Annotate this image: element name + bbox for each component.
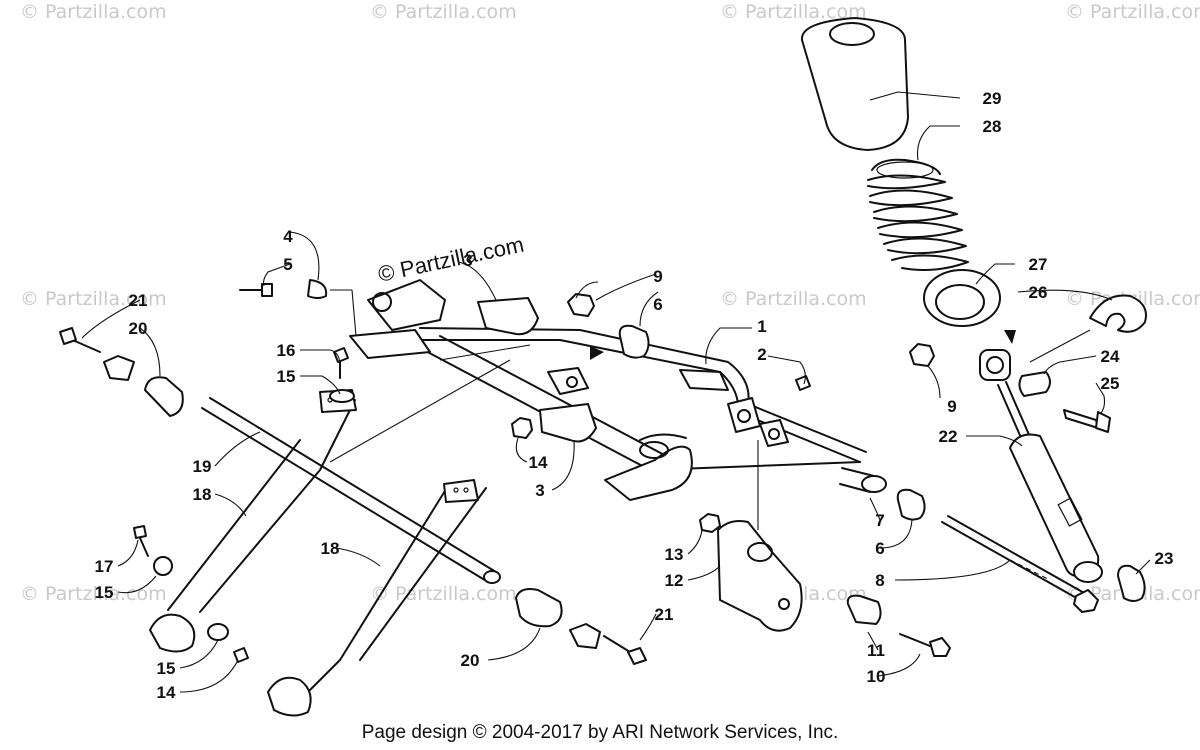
callout-3-top: 3 — [463, 251, 472, 270]
callout-26: 26 — [1029, 283, 1048, 302]
callout-24: 24 — [1101, 347, 1120, 366]
spring-cup — [923, 269, 1001, 327]
callout-5: 5 — [283, 255, 292, 274]
callout-27: 27 — [1029, 255, 1048, 274]
link-arms — [149, 389, 487, 717]
callout-3-bottom: 3 — [535, 481, 544, 500]
callout-21-left: 21 — [129, 291, 148, 310]
callout-15-left: 15 — [95, 583, 114, 602]
leader-lines — [81, 91, 1151, 693]
wear-pads — [477, 297, 597, 443]
page-footer: Page design © 2004-2017 by ARI Network S… — [362, 722, 839, 743]
watermark-top-2: © Partzilla.com — [370, 1, 517, 23]
shock-bumper — [800, 17, 909, 151]
watermark-top-3: © Partzilla.com — [720, 1, 867, 23]
watermark-top-right: © Partzilla.com — [1065, 1, 1200, 23]
watermark-top-left: © Partzilla.com — [20, 1, 167, 23]
callout-25: 25 — [1101, 374, 1120, 393]
alignment-lines — [329, 289, 1091, 581]
coil-spring — [867, 158, 969, 271]
callout-9-shock: 9 — [947, 397, 956, 416]
small-bolt — [239, 279, 328, 299]
callout-21-right: 21 — [655, 605, 674, 624]
callout-15-top: 15 — [277, 367, 296, 386]
callout-6-arm: 6 — [653, 295, 662, 314]
callout-18-left: 18 — [193, 485, 212, 504]
callout-1: 1 — [757, 317, 766, 336]
callout-10: 10 — [867, 667, 886, 686]
callout-15-bottom: 15 — [157, 659, 176, 678]
callout-29: 29 — [983, 89, 1002, 108]
watermark-mid-left: © Partzilla.com — [20, 288, 167, 310]
mount-bracket — [699, 513, 951, 657]
spring-retainer — [1089, 294, 1147, 333]
callout-9-arm: 9 — [653, 267, 662, 286]
shock-absorber — [979, 349, 1103, 583]
long-bolt — [941, 515, 1099, 613]
callout-14-arm: 14 — [529, 453, 548, 472]
center-watermark: © Partzilla.com — [376, 232, 526, 287]
watermarks: © Partzilla.com © Partzilla.com © Partzi… — [20, 1, 1200, 605]
watermark-low-left: © Partzilla.com — [20, 583, 167, 605]
callout-19: 19 — [193, 457, 212, 476]
arm-hardware — [511, 293, 926, 521]
callout-7: 7 — [875, 511, 884, 530]
callout-28: 28 — [983, 117, 1002, 136]
callout-13: 13 — [665, 545, 684, 564]
callout-11: 11 — [867, 641, 885, 660]
callout-18-right: 18 — [321, 539, 340, 558]
watermark-low-2: © Partzilla.com — [370, 583, 517, 605]
callout-14-bottom: 14 — [157, 683, 176, 702]
shock-hardware — [909, 343, 1146, 602]
reference-arrows — [590, 330, 1016, 360]
a-arm-assembly — [349, 279, 887, 501]
callout-17: 17 — [95, 557, 114, 576]
bar-hardware — [59, 327, 647, 665]
callout-20-left: 20 — [129, 319, 148, 338]
callout-8: 8 — [875, 571, 884, 590]
callout-6-right: 6 — [875, 539, 884, 558]
callout-20-right: 20 — [461, 651, 480, 670]
callout-4: 4 — [283, 227, 293, 246]
callout-2: 2 — [757, 345, 766, 364]
callout-22: 22 — [939, 427, 958, 446]
callout-12: 12 — [665, 571, 684, 590]
watermark-mid-3: © Partzilla.com — [720, 288, 867, 310]
callout-16: 16 — [277, 341, 296, 360]
callouts: 29 28 27 26 24 25 9 22 23 8 1 2 9 6 3 3 … — [95, 89, 1174, 702]
callout-23: 23 — [1155, 549, 1174, 568]
